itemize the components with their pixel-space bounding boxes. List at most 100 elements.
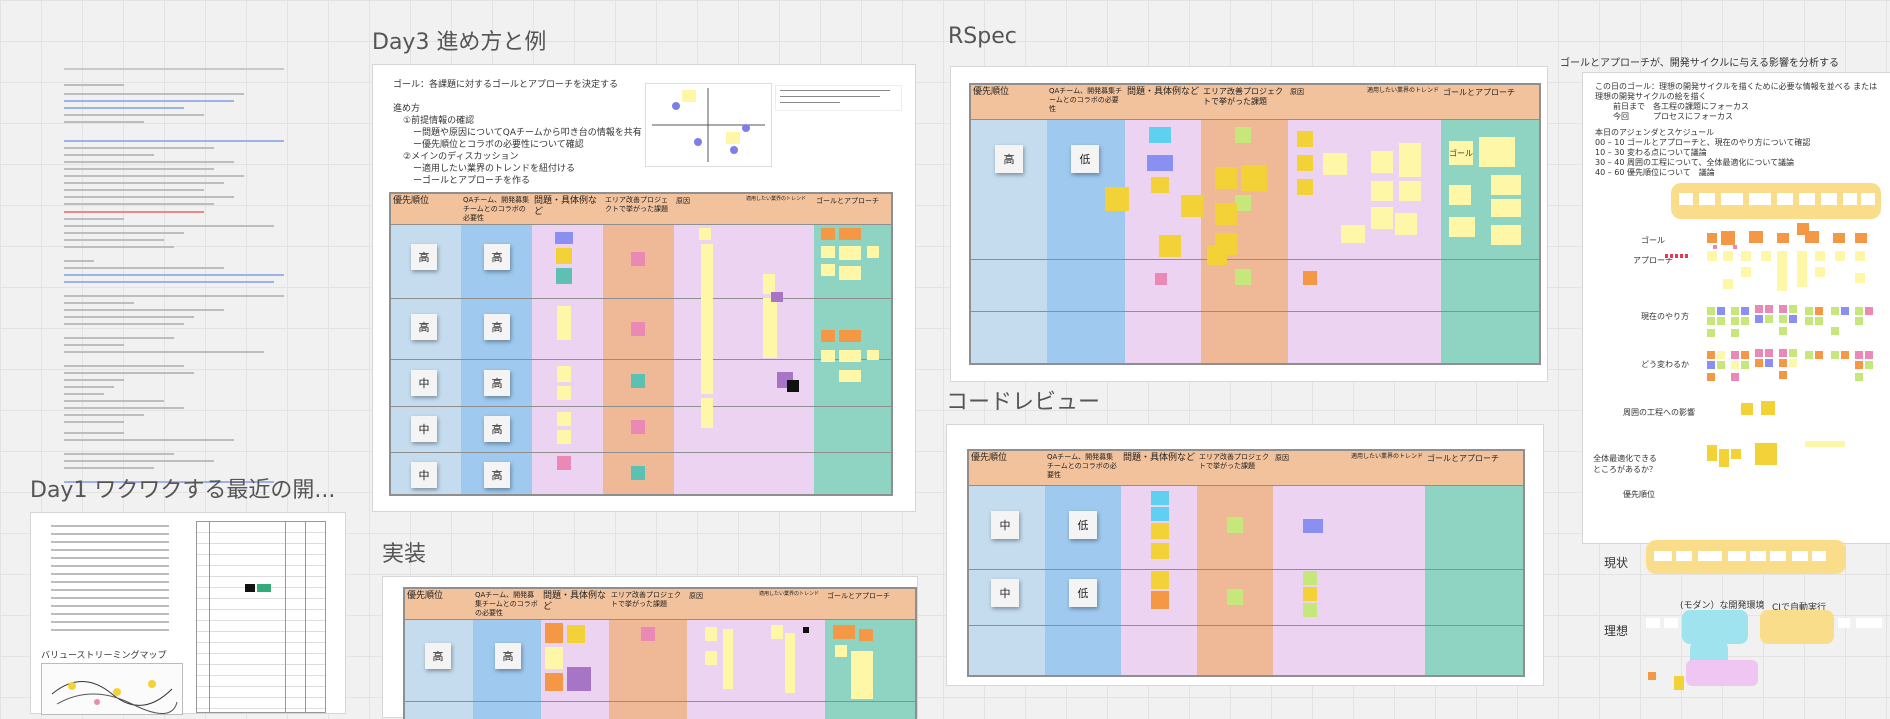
sticky-note[interactable] xyxy=(555,232,573,244)
sticky-note[interactable] xyxy=(839,370,861,382)
sticky-note[interactable] xyxy=(1147,155,1173,171)
sticky-note[interactable] xyxy=(1341,225,1365,243)
sticky-note[interactable] xyxy=(1297,155,1313,171)
sticky-note[interactable] xyxy=(763,274,775,294)
day3-collab-card-2[interactable]: 高 xyxy=(484,370,510,396)
sticky-note[interactable] xyxy=(1151,523,1169,539)
rspec-goal-note[interactable]: ゴール xyxy=(1449,141,1473,165)
sticky-note[interactable] xyxy=(785,633,795,693)
sticky-note[interactable] xyxy=(1181,195,1203,217)
sticky-note[interactable] xyxy=(1399,181,1421,201)
sticky-note[interactable] xyxy=(867,246,879,258)
sticky-note[interactable] xyxy=(1235,127,1251,143)
day3-priority-card-3[interactable]: 中 xyxy=(411,416,437,442)
sticky-note[interactable] xyxy=(557,412,571,426)
jisso-collab-card-0[interactable]: 高 xyxy=(495,643,521,669)
sticky-note[interactable] xyxy=(1235,195,1251,211)
sticky-note[interactable] xyxy=(763,298,777,358)
sticky-note[interactable] xyxy=(631,420,645,434)
jisso-priority-card-0[interactable]: 高 xyxy=(425,643,451,669)
sticky-note[interactable] xyxy=(1151,177,1169,193)
sticky-note[interactable] xyxy=(1449,185,1471,205)
sticky-note[interactable] xyxy=(1323,153,1347,175)
sticky-note[interactable] xyxy=(1491,225,1521,245)
sticky-note[interactable] xyxy=(821,330,835,342)
sticky-note[interactable] xyxy=(787,380,799,392)
sticky-note[interactable] xyxy=(859,629,873,641)
sticky-note[interactable] xyxy=(1155,273,1167,285)
sticky-note[interactable] xyxy=(821,264,835,276)
sticky-note[interactable] xyxy=(771,292,783,302)
sticky-note[interactable] xyxy=(567,625,585,643)
sticky-note[interactable] xyxy=(821,246,835,258)
sticky-note[interactable] xyxy=(839,350,861,362)
sticky-note[interactable] xyxy=(557,366,571,382)
sticky-note[interactable] xyxy=(556,248,572,264)
cr-collab-card-1[interactable]: 低 xyxy=(1069,579,1097,607)
sticky-note[interactable] xyxy=(723,629,733,689)
sticky-note[interactable] xyxy=(1151,507,1169,521)
sticky-note[interactable] xyxy=(1371,207,1393,229)
day3-priority-card-0[interactable]: 高 xyxy=(411,244,437,270)
sticky-note[interactable] xyxy=(821,228,835,240)
sticky-note[interactable] xyxy=(631,252,645,266)
sticky-note[interactable] xyxy=(1149,127,1171,143)
sticky-note[interactable] xyxy=(1491,199,1521,217)
rspec-collab-card-0[interactable]: 低 xyxy=(1071,145,1099,173)
day3-priority-card-4[interactable]: 中 xyxy=(411,462,437,488)
sticky-note[interactable] xyxy=(545,673,563,691)
sticky-note[interactable] xyxy=(699,228,711,240)
sticky-note[interactable] xyxy=(771,625,783,639)
sticky-note[interactable] xyxy=(631,322,645,336)
day3-priority-card-2[interactable]: 中 xyxy=(411,370,437,396)
sticky-note[interactable] xyxy=(557,386,571,400)
sticky-note[interactable] xyxy=(1151,591,1169,609)
sticky-note[interactable] xyxy=(839,228,861,240)
sticky-note[interactable] xyxy=(851,651,873,699)
sticky-note[interactable] xyxy=(835,645,847,657)
sticky-note[interactable] xyxy=(1303,587,1317,601)
cr-collab-card-0[interactable]: 低 xyxy=(1069,511,1097,539)
rspec-priority-card-0[interactable]: 高 xyxy=(995,145,1023,173)
sticky-note[interactable] xyxy=(1151,491,1169,505)
sticky-note[interactable] xyxy=(1235,269,1251,285)
sticky-note[interactable] xyxy=(1449,217,1475,237)
sticky-note[interactable] xyxy=(1105,187,1129,211)
sticky-note[interactable] xyxy=(1215,203,1237,225)
sticky-note[interactable] xyxy=(839,246,861,260)
sticky-note[interactable] xyxy=(1241,165,1267,191)
day3-collab-card-3[interactable]: 高 xyxy=(484,416,510,442)
sticky-note[interactable] xyxy=(1303,271,1317,285)
sticky-note[interactable] xyxy=(641,627,655,641)
sticky-note[interactable] xyxy=(803,627,809,633)
sticky-note[interactable] xyxy=(1395,213,1417,235)
sticky-note[interactable] xyxy=(1215,167,1237,189)
sticky-note[interactable] xyxy=(631,466,645,480)
sticky-note[interactable] xyxy=(833,625,855,639)
sticky-note[interactable] xyxy=(821,350,835,362)
cr-priority-card-1[interactable]: 中 xyxy=(991,579,1019,607)
sticky-note[interactable] xyxy=(1159,235,1181,257)
sticky-note[interactable] xyxy=(1491,175,1521,195)
sticky-note[interactable] xyxy=(1303,519,1323,533)
day3-priority-card-1[interactable]: 高 xyxy=(411,314,437,340)
sticky-note[interactable] xyxy=(705,651,717,665)
sticky-note[interactable] xyxy=(701,244,713,394)
sticky-note[interactable] xyxy=(705,627,717,641)
sticky-note[interactable] xyxy=(631,374,645,388)
sticky-note[interactable] xyxy=(567,667,591,691)
sticky-note[interactable] xyxy=(1399,143,1421,177)
sticky-note[interactable] xyxy=(1151,543,1169,559)
day3-collab-card-1[interactable]: 高 xyxy=(484,314,510,340)
sticky-note[interactable] xyxy=(1371,151,1393,173)
sticky-note[interactable] xyxy=(1303,603,1317,617)
sticky-note[interactable] xyxy=(1297,179,1313,195)
sticky-note[interactable] xyxy=(557,456,571,470)
sticky-note[interactable] xyxy=(839,266,861,280)
sticky-note[interactable] xyxy=(1303,571,1317,585)
sticky-note[interactable] xyxy=(556,268,572,284)
sticky-note[interactable] xyxy=(545,623,563,643)
sticky-note[interactable] xyxy=(545,647,563,669)
sticky-note[interactable] xyxy=(1207,245,1227,265)
sticky-note[interactable] xyxy=(1371,181,1393,201)
